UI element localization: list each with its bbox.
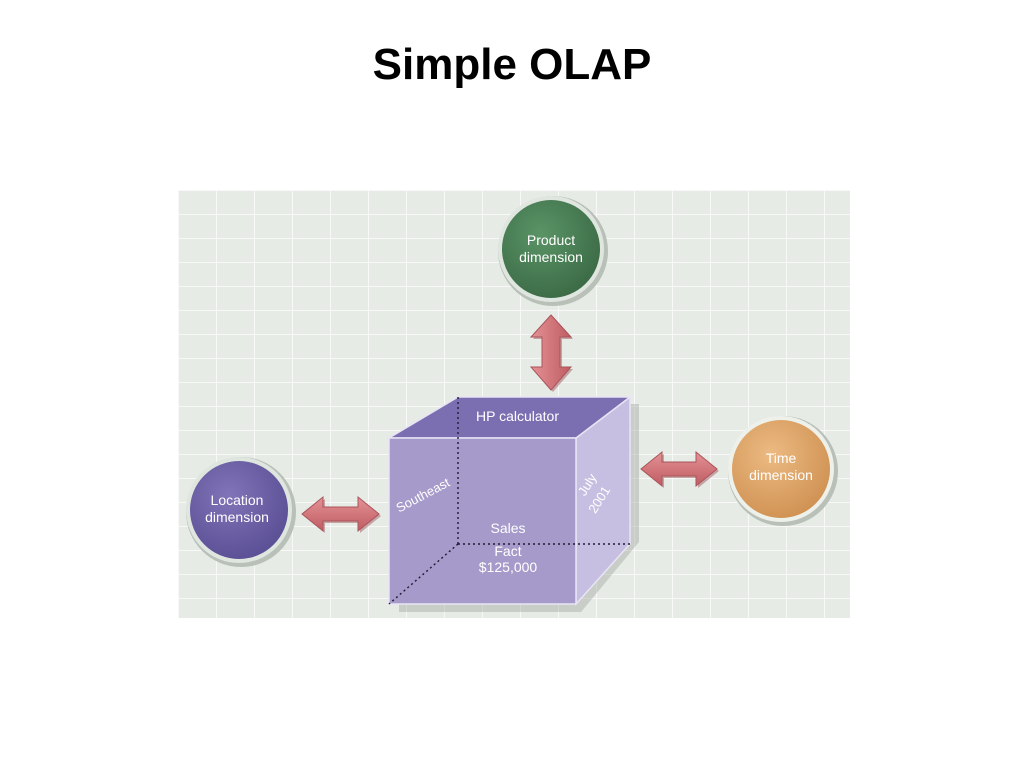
slide-title: Simple OLAP [372,40,652,89]
time-dimension-label-line1: Time [766,450,797,466]
fact-label: Fact [494,543,521,559]
location-dimension-label-line2: dimension [205,509,269,525]
product-dimension-label-line2: dimension [519,249,583,265]
location-dimension-label-line1: Location [211,492,264,508]
product-dimension-label-line1: Product [527,232,575,248]
product-dimension-node: Product dimension [498,196,608,306]
time-dimension-label-line2: dimension [749,467,813,483]
location-link-arrow [301,495,381,533]
cube-front-face [388,437,577,605]
olap-diagram-canvas: Product dimension Time dimension Locatio… [178,190,850,618]
product-link-arrow [529,314,573,392]
olap-diagram: Product dimension Time dimension Locatio… [178,190,850,618]
cube-top-label: HP calculator [476,408,559,424]
location-dimension-node: Location dimension [186,457,296,567]
fact-value: $125,000 [479,559,538,575]
cube-inner-label: Sales [490,520,525,536]
time-link-arrow [640,450,719,488]
olap-cube: HP calculator Southeast July 2001 Sales … [386,395,639,612]
time-dimension-node: Time dimension [728,416,838,526]
